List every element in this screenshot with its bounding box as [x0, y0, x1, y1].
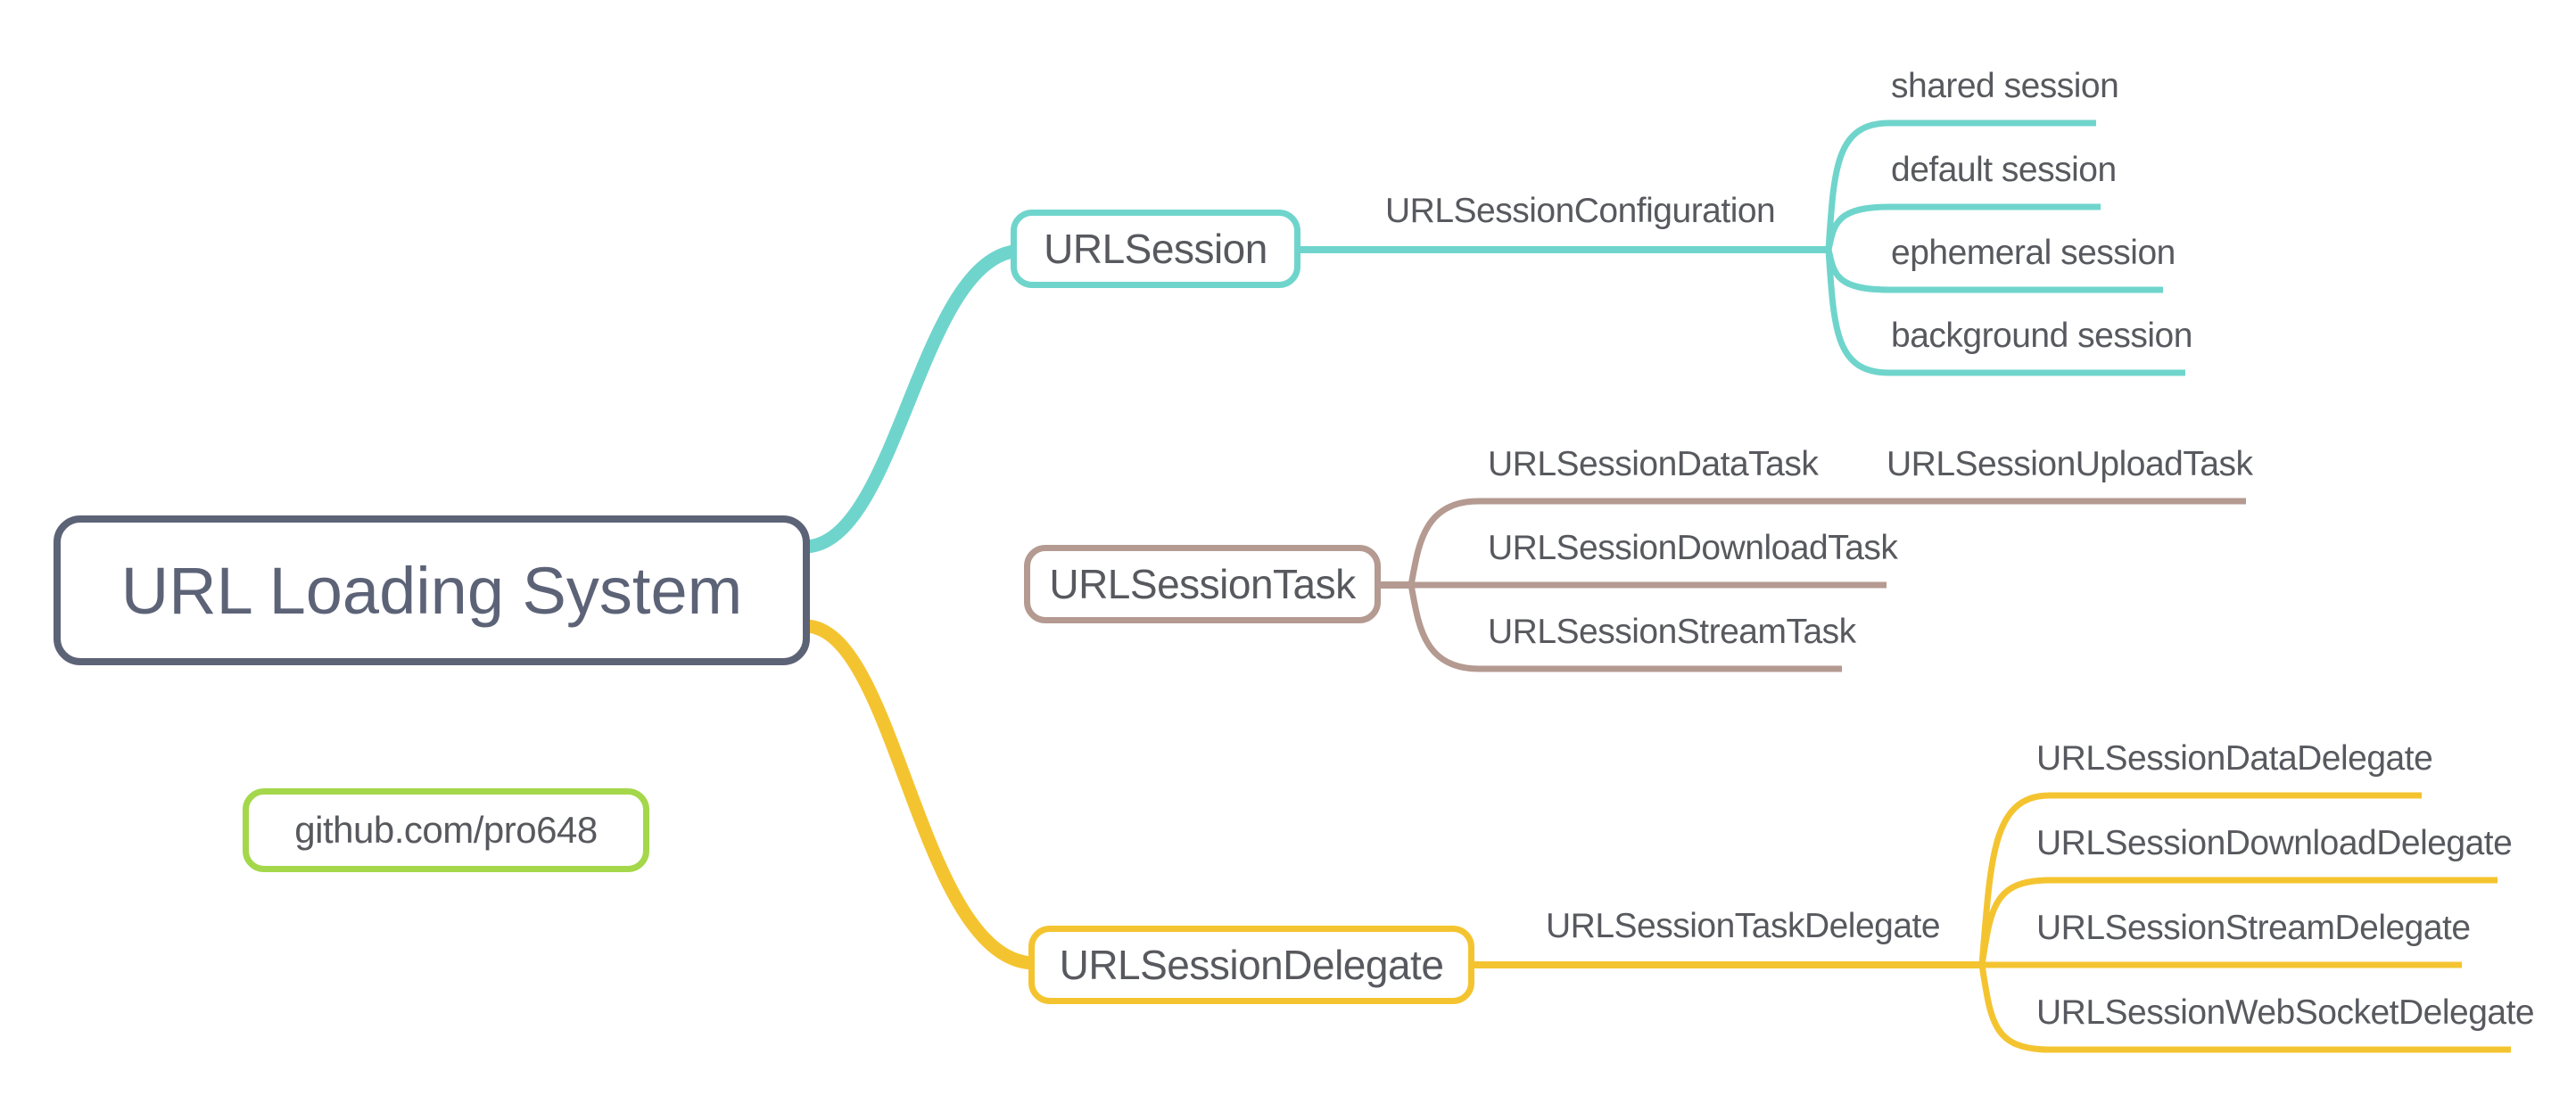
task-fan-3 [1408, 584, 1842, 672]
node-urlsessiondelegate: URLSessionDelegate [1028, 926, 1474, 1004]
delegate-fan-2 [1978, 877, 2498, 966]
node-urlsession-label: URLSession [1044, 226, 1267, 272]
connector-label-urlsessiontaskdelegate: URLSessionTaskDelegate [1546, 907, 1941, 945]
leaf-default-session: default session [1891, 151, 2117, 189]
session-fan-1 [1825, 119, 2096, 251]
leaf-shared-session: shared session [1891, 67, 2119, 105]
node-urlsessiontask-label: URLSessionTask [1049, 561, 1356, 607]
delegate-fan-4 [1978, 964, 2511, 1053]
leaf-urlsessiondatadelegate: URLSessionDataDelegate [2036, 739, 2433, 778]
leaf-ephemeral-session: ephemeral session [1891, 234, 2176, 272]
leaf-background-session: background session [1891, 317, 2192, 355]
node-urlsessiontask: URLSessionTask [1024, 545, 1381, 623]
delegate-fan-1 [1978, 792, 2422, 966]
delegate-root-curve [805, 619, 1033, 970]
leaf-urlsessionwebsocketdelegate: URLSessionWebSocketDelegate [2036, 993, 2535, 1032]
session-fan-2 [1825, 203, 2101, 251]
session-root-curve [805, 244, 1015, 554]
session-fan-4 [1825, 249, 2185, 376]
node-urlsessiondelegate-label: URLSessionDelegate [1059, 942, 1444, 988]
leaf-urlsessionuploadtask: URLSessionUploadTask [1887, 445, 2253, 483]
root-node: URL Loading System [54, 515, 810, 665]
leaf-urlsessiondownloaddelegate: URLSessionDownloadDelegate [2036, 824, 2513, 862]
leaf-urlsessiondownloadtask: URLSessionDownloadTask [1488, 529, 1898, 567]
node-urlsession: URLSession [1011, 210, 1300, 288]
github-badge-label: github.com/pro648 [294, 809, 598, 851]
root-node-label: URL Loading System [120, 553, 743, 628]
github-badge: github.com/pro648 [243, 788, 649, 872]
leaf-urlsessionstreamdelegate: URLSessionStreamDelegate [2036, 909, 2471, 947]
connector-label-urlsessionconfiguration: URLSessionConfiguration [1385, 192, 1776, 230]
leaf-urlsessionstreamtask: URLSessionStreamTask [1488, 613, 1856, 651]
task-root-taper [805, 572, 1026, 601]
leaf-urlsessiondatatask: URLSessionDataTask [1488, 445, 1819, 483]
task-fan-1 [1408, 498, 2246, 586]
